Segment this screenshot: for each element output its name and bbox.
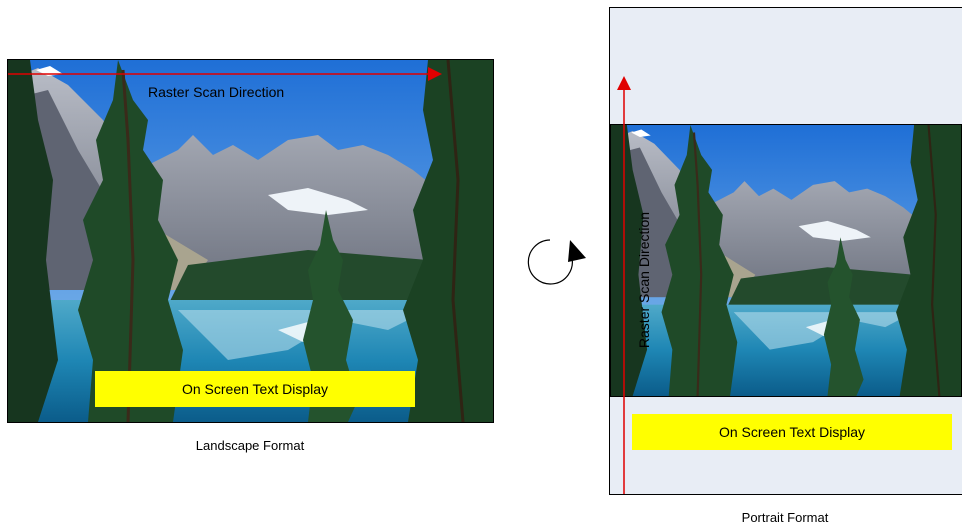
portrait-image <box>610 124 962 397</box>
rotate-clockwise-icon <box>527 239 586 285</box>
landscape-caption: Landscape Format <box>195 438 305 453</box>
portrait-scene <box>611 125 961 396</box>
landscape-osd-bar: On Screen Text Display <box>95 371 415 407</box>
portrait-osd-bar: On Screen Text Display <box>632 414 952 450</box>
landscape-raster-label: Raster Scan Direction <box>148 84 285 100</box>
portrait-raster-label: Raster Scan Direction <box>636 211 652 349</box>
portrait-osd-text: On Screen Text Display <box>718 424 866 440</box>
landscape-osd-text: On Screen Text Display <box>181 381 329 397</box>
portrait-caption: Portrait Format <box>741 510 829 525</box>
landscape-image <box>7 59 494 423</box>
landscape-scene <box>8 60 493 422</box>
